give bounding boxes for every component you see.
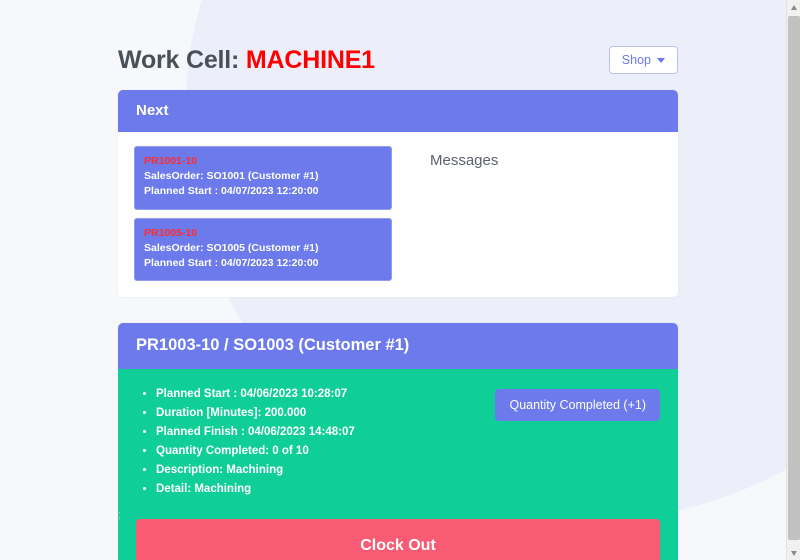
page-scrollbar[interactable] [786,0,800,560]
next-jobs-list: PR1001-10 SalesOrder: SO1001 (Customer #… [134,146,392,282]
job-planned-start: Planned Start : 04/07/2023 12:20:00 [144,185,319,198]
detail-description: Description: Machining [156,461,355,480]
stray-text-artifact: ; [118,509,122,521]
detail-quantity-completed: Quantity Completed: 0 of 10 [156,442,355,461]
active-job-header: PR1003-10 / SO1003 (Customer #1) [118,323,678,370]
next-jobs-header: Next [118,90,678,132]
page-title: Work Cell: MACHINE1 [118,46,375,75]
scroll-down-arrow-icon[interactable] [787,546,800,560]
job-sales-order: SalesOrder: SO1001 (Customer #1) [144,170,319,183]
job-sales-order: SalesOrder: SO1005 (Customer #1) [144,241,319,254]
chevron-down-icon [657,57,665,63]
quantity-completed-button[interactable]: Quantity Completed (+1) [495,389,660,422]
page-title-prefix: Work Cell: [118,45,246,74]
scroll-up-arrow-icon[interactable] [787,0,800,14]
detail-planned-finish: Planned Finish : 04/06/2023 14:48:07 [156,423,355,442]
page-header: Work Cell: MACHINE1 Shop [118,38,678,82]
messages-title: Messages [430,152,499,169]
scrollbar-thumb[interactable] [788,16,800,540]
clock-out-button[interactable]: Clock Out [136,518,660,560]
active-job-body: Planned Start : 04/06/2023 10:28:07 Dura… [118,369,678,560]
detail-detail: Detail: Machining [156,480,355,499]
job-id: PR1005-10 [144,226,198,239]
next-jobs-body: PR1001-10 SalesOrder: SO1001 (Customer #… [118,132,678,298]
main-container: Work Cell: MACHINE1 Shop Next PR1001-10 … [118,38,678,560]
job-id: PR1001-10 [144,155,198,167]
active-job-top-row: Planned Start : 04/06/2023 10:28:07 Dura… [136,385,660,499]
active-job-card: PR1003-10 / SO1003 (Customer #1) Planned… [118,323,678,560]
active-job-details: Planned Start : 04/06/2023 10:28:07 Dura… [136,385,355,499]
shop-dropdown-label: Shop [621,52,651,67]
messages-panel: Messages [392,146,662,281]
list-item[interactable]: PR1005-10 SalesOrder: SO1005 (Customer #… [134,217,392,282]
shop-dropdown-button[interactable]: Shop [608,45,678,75]
list-item[interactable]: PR1001-10 SalesOrder: SO1001 (Customer #… [134,146,392,210]
job-planned-start: Planned Start : 04/07/2023 12:20:00 [144,257,319,270]
next-jobs-card: Next PR1001-10 SalesOrder: SO1001 (Custo… [118,90,678,298]
page-title-machine-name: MACHINE1 [245,45,375,74]
detail-duration: Duration [Minutes]: 200.000 [156,404,355,423]
detail-planned-start: Planned Start : 04/06/2023 10:28:07 [156,385,355,404]
